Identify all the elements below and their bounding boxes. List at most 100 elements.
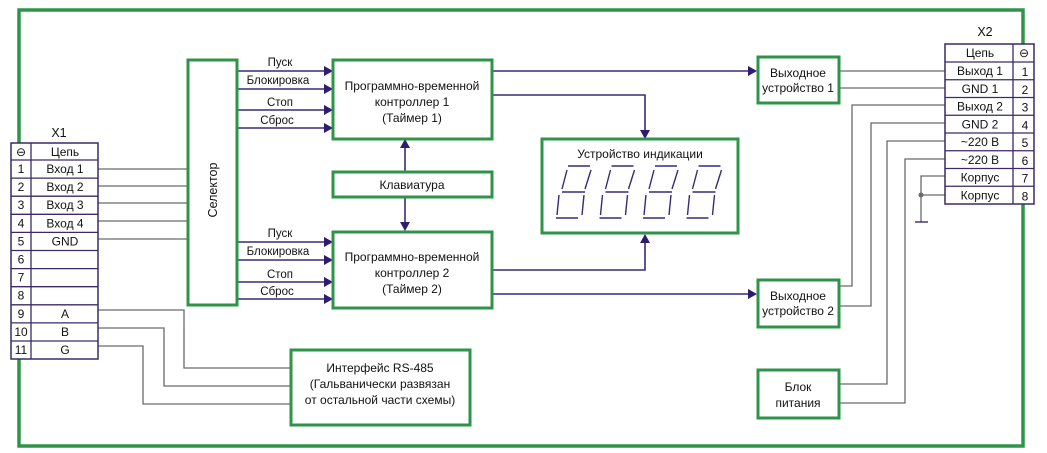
signal-label-stop-1: Стоп <box>267 97 293 109</box>
arrow-down-icon <box>640 130 650 139</box>
output-1-line-2: устройство 1 <box>762 81 834 95</box>
x1-pin-label: GND <box>52 234 79 248</box>
x1-pin-number: 5 <box>18 234 25 248</box>
selector-label: Селектор <box>206 163 220 218</box>
segment <box>581 194 585 216</box>
x1-pin-label: A <box>61 307 69 321</box>
x2-pin-label: Корпус <box>961 171 1000 185</box>
signal-label-lock-2: Блокировка <box>247 246 310 258</box>
x2-pin-number: 7 <box>1022 172 1029 186</box>
segment <box>624 194 629 216</box>
controller-1-line-2: контроллер 1 <box>375 95 450 109</box>
signal-label-lock-1: Блокировка <box>247 75 310 87</box>
controller-2-line-2: контроллер 2 <box>375 266 450 280</box>
rs485-line-1: Интерфейс RS-485 <box>326 361 434 375</box>
rs485-block: Интерфейс RS-485 (Гальванически развязан… <box>289 348 472 427</box>
x2-pin-label: GND 1 <box>962 82 999 96</box>
display-block: Устройство индикации <box>540 137 740 235</box>
x1-pin-number: 11 <box>15 343 28 357</box>
segment <box>556 194 560 216</box>
x2-pin-label: Выход 1 <box>957 64 1003 78</box>
signal-label-start-2: Пуск <box>268 228 294 240</box>
arrow-down-icon <box>400 222 410 231</box>
x2-title: X2 <box>977 25 992 39</box>
x1-pin-number: 10 <box>14 325 28 339</box>
digit-1 <box>556 165 592 219</box>
x2-pin-label: GND 2 <box>962 117 999 131</box>
output-1-line-1: Выходное <box>770 66 826 80</box>
segment <box>643 194 647 216</box>
output-device-2-block: Выходное устройство 2 <box>756 278 841 329</box>
x1-pin-number: 2 <box>18 180 25 194</box>
x2-pin-number: 3 <box>1022 101 1029 115</box>
x1-pin-number: 9 <box>18 307 25 321</box>
digit-4 <box>686 165 723 219</box>
x2-pin-number: 8 <box>1022 189 1029 203</box>
arrow-icon <box>324 277 333 287</box>
x2-wires <box>839 70 945 404</box>
controller-1-line-3: (Таймер 1) <box>382 111 442 125</box>
keyboard-block: Клавиатура <box>331 170 494 199</box>
segment <box>561 169 568 190</box>
controller2-inputs: Пуск Блокировка Стоп Сброс <box>237 228 333 304</box>
junction-dot <box>918 192 924 198</box>
arrow-icon <box>324 237 333 247</box>
display-label: Устройство индикации <box>577 147 703 161</box>
controller-2-block: Программно-временной контроллер 2 (Тайме… <box>331 230 494 310</box>
x2-pin-label: ~220 В <box>961 135 999 149</box>
x2-header-label: Цепь <box>966 46 994 60</box>
arrow-icon <box>324 294 333 304</box>
x1-pin-number: 8 <box>18 289 25 303</box>
x1-header-label: Цепь <box>51 145 79 159</box>
segment <box>714 169 723 190</box>
wire-g <box>98 345 291 405</box>
rs485-line-3: от остальной части схемы) <box>305 393 455 407</box>
x1-pin-number: 7 <box>18 271 25 285</box>
x2-pin-number: 5 <box>1022 136 1029 150</box>
arrow-icon <box>748 289 757 299</box>
x2-pin-number: 4 <box>1022 118 1029 132</box>
x1-pin-label: Вход 1 <box>46 162 83 176</box>
x2-table <box>944 43 1035 205</box>
x2-pin-label: Выход 2 <box>957 100 1003 114</box>
segment <box>711 194 716 216</box>
segment <box>691 169 699 190</box>
x2-pin-number: 6 <box>1022 154 1029 168</box>
power-line-2: питания <box>775 396 820 410</box>
x1-pin-number: 1 <box>18 162 25 176</box>
output-2-line-1: Выходное <box>770 289 826 303</box>
power-line-1: Блок <box>785 380 813 394</box>
x1-pin-number: 4 <box>18 216 25 230</box>
wire-a <box>98 309 291 369</box>
segment <box>668 194 672 216</box>
segment <box>604 169 612 190</box>
x1-pin-label: B <box>61 325 69 339</box>
wire-out2 <box>839 104 945 287</box>
arrow-icon <box>324 84 333 94</box>
segment <box>686 194 691 216</box>
wire-b <box>98 327 291 387</box>
controller-2-line-3: (Таймер 2) <box>382 282 442 296</box>
segment <box>648 169 655 190</box>
x2-pin-label: ~220 В <box>961 153 999 167</box>
rs485-line-2: (Гальванически развязан <box>310 377 450 391</box>
arrow-icon <box>324 123 333 133</box>
rs485-wires <box>98 309 291 405</box>
terminal-symbol-icon: ⊖ <box>16 145 26 159</box>
keyboard-label: Клавиатура <box>380 178 445 192</box>
x1-pin-number: 6 <box>18 253 25 267</box>
power-supply-block: Блок питания <box>756 368 841 420</box>
output-device-1-block: Выходное устройство 1 <box>756 55 841 105</box>
segment <box>671 169 679 190</box>
terminal-symbol-icon: ⊖ <box>1019 46 1029 60</box>
segment <box>584 169 592 190</box>
arrow-icon <box>324 105 333 115</box>
x2-pin-number: 1 <box>1022 65 1029 79</box>
x1-pin-label: Вход 3 <box>46 198 83 212</box>
signal-label-reset-1: Сброс <box>260 115 294 127</box>
x1-pin-number: 3 <box>18 198 25 212</box>
controller-1-line-1: Программно-временной <box>345 79 480 93</box>
